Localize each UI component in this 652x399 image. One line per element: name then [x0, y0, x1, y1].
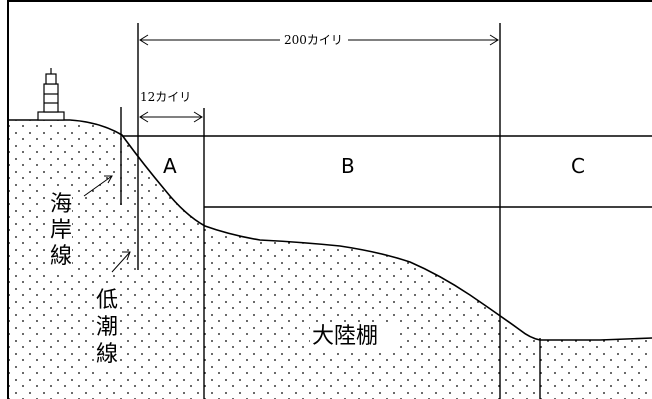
coastline-label-bg	[48, 190, 72, 272]
zone-c-label: C	[571, 154, 585, 178]
low-tide-pointer	[111, 251, 131, 273]
zone-b-label: B	[341, 154, 355, 178]
low-tide-char-2: 潮	[96, 315, 118, 340]
arrowhead-right-12	[193, 111, 203, 123]
coastline-char-3: 線	[50, 244, 72, 269]
arrowhead-left-12	[139, 111, 149, 123]
low-tide-char-1: 低	[96, 288, 118, 313]
low-tide-pointer-head	[122, 251, 131, 261]
continental-shelf-label: 大陸棚	[312, 324, 378, 349]
coastline-char-1: 海	[50, 192, 72, 217]
seabed-outline	[8, 119, 652, 341]
coastline-pointer-head	[104, 175, 113, 184]
label-200-nautical-miles: 200カイリ	[284, 33, 343, 47]
zone-a-label: A	[163, 154, 177, 178]
coastline-char-2: 岸	[50, 218, 72, 243]
lighthouse-icon	[37, 68, 65, 121]
arrowhead-left-200	[139, 34, 149, 46]
low-tide-label-bg	[94, 284, 118, 370]
label-12-nautical-miles: 12カイリ	[140, 90, 191, 104]
continental-shelf-label-bg	[310, 322, 396, 350]
seabed-land	[8, 120, 652, 399]
low-tide-char-3: 線	[96, 342, 118, 367]
coastline-pointer	[83, 175, 113, 197]
arrowhead-right-200	[489, 34, 499, 46]
